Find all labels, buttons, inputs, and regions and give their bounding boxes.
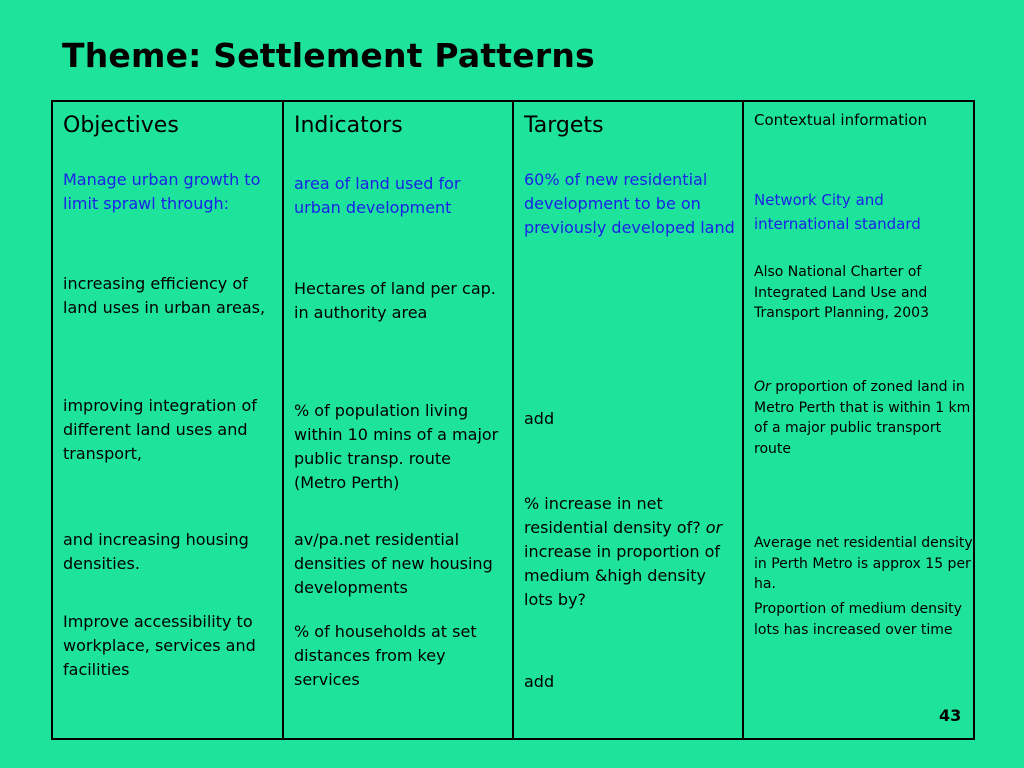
objectives-header: Objectives xyxy=(63,113,179,138)
targets-item-3: % increase in net residential density of… xyxy=(524,492,738,612)
targets-item-1: 60% of new residential development to be… xyxy=(524,170,735,237)
indicators-item-3: % of population living within 10 mins of… xyxy=(294,401,499,492)
objectives-item-1: increasing efficiency of land uses in ur… xyxy=(63,274,266,317)
page-title: Theme: Settlement Patterns xyxy=(62,36,595,75)
indicators-item-1: area of land used for urban development xyxy=(294,174,461,217)
targets-item-3-part-b: increase in proportion of medium &high d… xyxy=(524,542,721,609)
indicators-column: Indicators area of land used for urban d… xyxy=(284,102,514,738)
context-header: Contextual information xyxy=(754,111,927,129)
context-item-2: Also National Charter of Integrated Land… xyxy=(754,264,929,321)
indicators-item-5: % of households at set distances from ke… xyxy=(294,622,477,689)
targets-item-2: add xyxy=(524,409,555,428)
indicators-item-4: av/pa.net residential densities of new h… xyxy=(294,530,493,597)
objectives-column: Objectives Manage urban growth to limit … xyxy=(53,102,284,738)
objectives-item-2: improving integration of different land … xyxy=(63,396,257,463)
context-item-5: Proportion of medium density lots has in… xyxy=(754,601,962,638)
targets-item-3-part-a: % increase in net residential density of… xyxy=(524,494,706,537)
targets-header: Targets xyxy=(524,113,604,138)
context-item-3: Or proportion of zoned land in Metro Per… xyxy=(754,377,974,459)
objectives-item-3: and increasing housing densities. xyxy=(63,530,249,573)
context-item-4: Average net residential density in Perth… xyxy=(754,535,973,592)
context-item-1: Network City and international standard xyxy=(754,191,921,233)
indicators-item-2: Hectares of land per cap. in authority a… xyxy=(294,279,496,322)
indicators-header: Indicators xyxy=(294,113,403,138)
targets-item-4: add xyxy=(524,672,555,691)
context-item-3-or: Or xyxy=(754,379,771,395)
page-number: 43 xyxy=(939,706,962,725)
targets-item-3-or: or xyxy=(705,518,723,537)
context-item-3-rest: proportion of zoned land in Metro Perth … xyxy=(754,379,971,457)
objectives-item-4: Improve accessibility to workplace, serv… xyxy=(63,612,256,679)
objectives-intro: Manage urban growth to limit sprawl thro… xyxy=(63,170,261,213)
targets-column: Targets 60% of new residential developme… xyxy=(514,102,744,738)
context-column: Contextual information Network City and … xyxy=(744,102,973,738)
settlement-table: Objectives Manage urban growth to limit … xyxy=(51,100,975,740)
